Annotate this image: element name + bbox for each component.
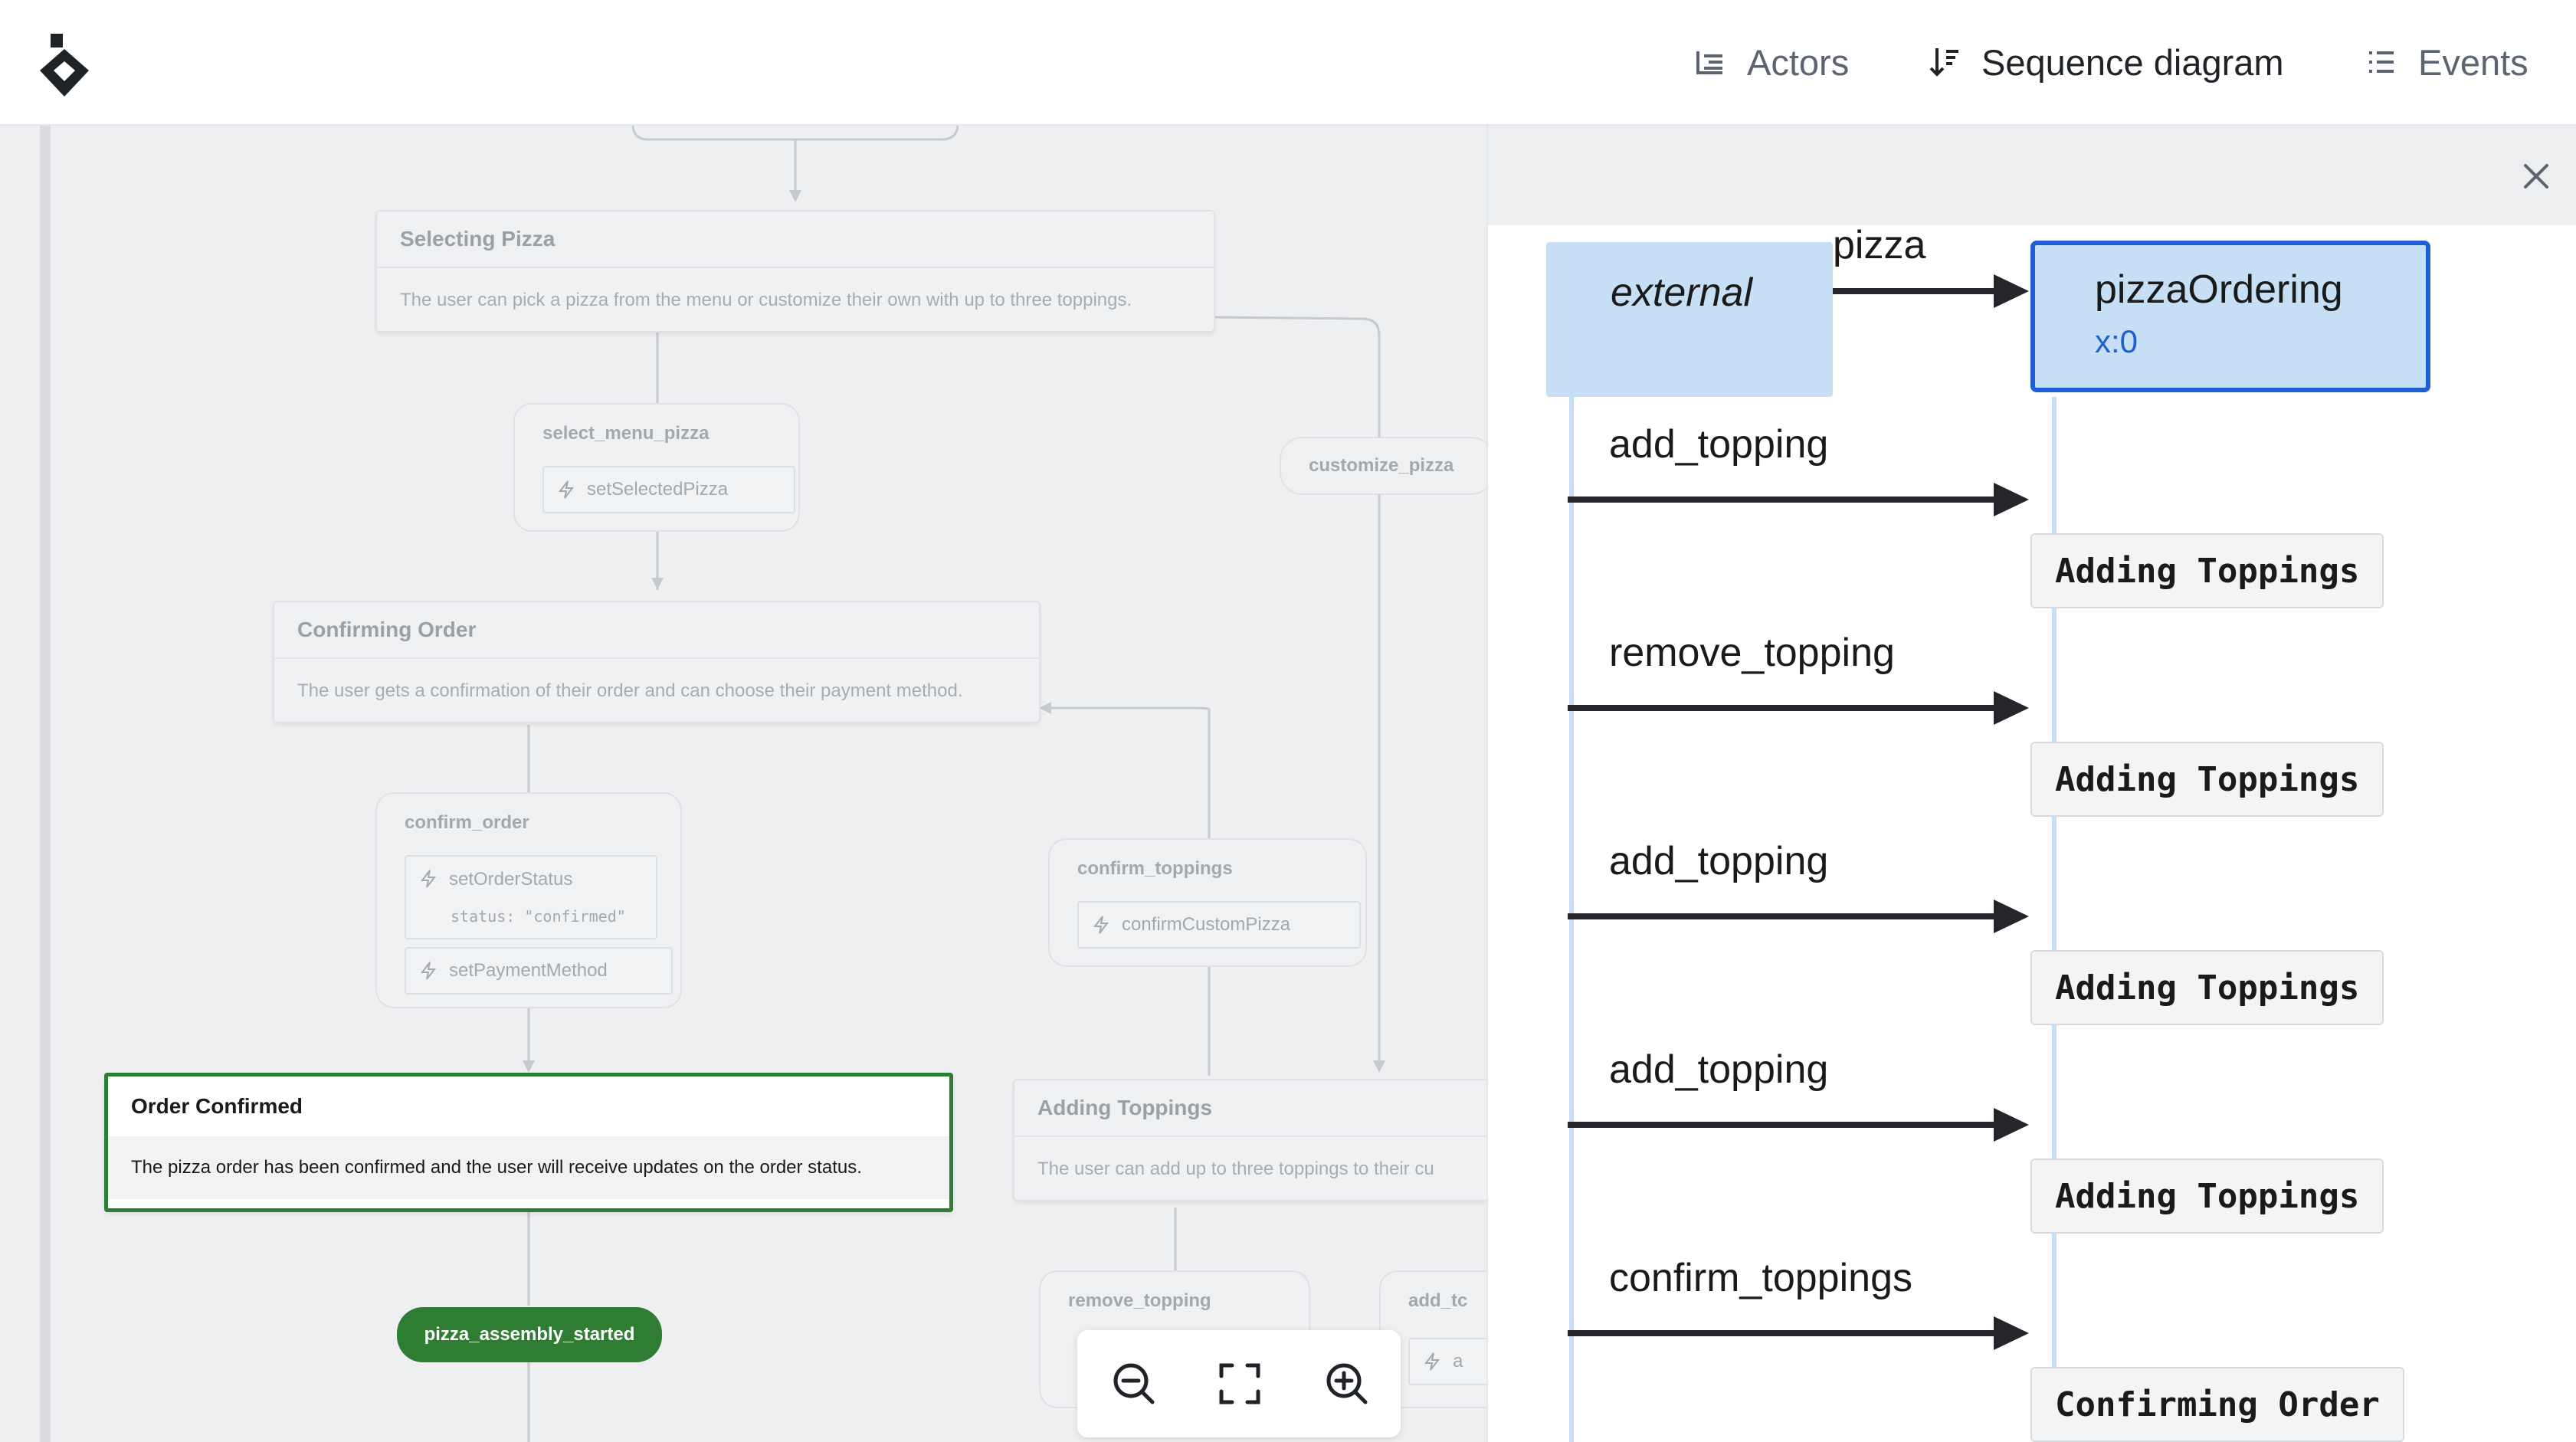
action-label: a <box>1453 1351 1463 1372</box>
action-add-topping[interactable]: a <box>1408 1338 1486 1385</box>
action-param: status: "confirmed" <box>451 907 626 926</box>
sequence-diagram[interactable]: external pizza pizzaOrdering x:0 <box>1488 225 2576 1442</box>
message-label: confirm_toppings <box>1609 1256 1912 1300</box>
actor-label: pizzaOrdering <box>2095 267 2343 312</box>
message-label: add_topping <box>1609 422 1829 467</box>
message-label: pizza <box>1833 225 1926 267</box>
event-label: remove_topping <box>1068 1290 1211 1311</box>
zoom-out-icon[interactable] <box>1106 1356 1162 1411</box>
action-set-selected-pizza[interactable]: setSelectedPizza <box>542 466 795 513</box>
event-confirm-order[interactable]: confirm_order setOrderStatus status: "co… <box>375 792 682 1008</box>
message-label: add_topping <box>1609 1047 1829 1092</box>
message-label: add_topping <box>1609 839 1829 883</box>
lightning-icon <box>420 870 437 888</box>
stately-logo-icon[interactable] <box>35 31 93 100</box>
event-select-menu-pizza[interactable]: select_menu_pizza setSelectedPizza <box>513 403 800 532</box>
tab-events-label: Events <box>2418 41 2528 83</box>
event-label: add_tc <box>1408 1290 1468 1311</box>
state-selecting-pizza[interactable]: Selecting Pizza The user can pick a pizz… <box>375 210 1215 333</box>
transition-edges <box>523 126 1385 1442</box>
zoom-controls <box>1077 1330 1401 1437</box>
state-snapshot[interactable]: Adding Toppings <box>2030 742 2384 817</box>
panel-toolbar <box>1488 126 2576 225</box>
state-order-confirmed[interactable]: Order Confirmed The pizza order has been… <box>104 1073 953 1212</box>
tab-sequence-diagram-label: Sequence diagram <box>1981 41 2284 83</box>
app-header: Actors Sequence diagram Events <box>0 0 2576 126</box>
event-pizza-assembly-started[interactable]: pizza_assembly_started <box>397 1307 662 1362</box>
event-label: confirm_toppings <box>1077 858 1233 879</box>
tab-actors[interactable]: Actors <box>1693 35 1849 89</box>
event-label: confirm_order <box>405 812 529 833</box>
event-label: select_menu_pizza <box>542 423 710 444</box>
event-label: customize_pizza <box>1309 455 1454 476</box>
actor-label: external <box>1611 270 1752 315</box>
state-description: The user can add up to three toppings to… <box>1037 1159 1434 1179</box>
fit-view-icon[interactable] <box>1212 1356 1267 1411</box>
actor-pizza-ordering[interactable]: pizzaOrdering x:0 <box>2030 241 2430 392</box>
state-snapshot[interactable]: Adding Toppings <box>2030 1159 2384 1234</box>
lifeline-pizza-ordering <box>2052 397 2057 1442</box>
state-description: The pizza order has been confirmed and t… <box>108 1136 949 1199</box>
sequence-diagram-icon <box>1929 48 1958 77</box>
tab-actors-label: Actors <box>1747 41 1850 83</box>
action-label: setPaymentMethod <box>449 960 608 981</box>
action-label: setOrderStatus <box>449 869 573 890</box>
state-adding-toppings[interactable]: Adding Toppings The user can add up to t… <box>1013 1079 1486 1201</box>
state-title: Order Confirmed <box>108 1077 949 1136</box>
state-snapshot[interactable]: Adding Toppings <box>2030 950 2384 1025</box>
close-icon[interactable] <box>2519 159 2553 193</box>
lightning-icon <box>558 480 575 499</box>
actor-external[interactable]: external <box>1546 242 1833 397</box>
state-confirming-order[interactable]: Confirming Order The user gets a confirm… <box>273 601 1041 723</box>
message-label: remove_topping <box>1609 631 1895 675</box>
action-set-payment-method[interactable]: setPaymentMethod <box>405 947 673 995</box>
lightning-icon <box>1093 916 1109 934</box>
tab-events[interactable]: Events <box>2365 35 2528 89</box>
sequence-diagram-panel: external pizza pizzaOrdering x:0 <box>1486 126 2576 1442</box>
state-snapshot[interactable]: Confirming Order <box>2030 1367 2404 1442</box>
event-customize-pizza[interactable]: customize_pizza <box>1280 437 1486 495</box>
state-description: The user gets a confirmation of their or… <box>297 680 963 701</box>
state-title: Adding Toppings <box>1014 1080 1486 1137</box>
events-icon <box>2369 51 2394 73</box>
event-label: pizza_assembly_started <box>424 1324 635 1345</box>
tab-sequence-diagram[interactable]: Sequence diagram <box>1928 35 2284 89</box>
canvas-side-rail <box>40 126 51 1442</box>
action-label: confirmCustomPizza <box>1122 914 1291 935</box>
sequence-arrows <box>1568 274 2029 1350</box>
event-confirm-toppings[interactable]: confirm_toppings confirmCustomPizza <box>1048 838 1367 967</box>
action-confirm-custom-pizza[interactable]: confirmCustomPizza <box>1077 901 1361 949</box>
actor-id: x:0 <box>2095 323 2138 359</box>
lightning-icon <box>420 962 437 980</box>
action-set-order-status[interactable]: setOrderStatus status: "confirmed" <box>405 855 657 939</box>
action-label: setSelectedPizza <box>587 479 729 500</box>
state-snapshot[interactable]: Adding Toppings <box>2030 533 2384 608</box>
actors-icon <box>1696 51 1722 74</box>
lightning-icon <box>1424 1352 1440 1371</box>
state-description: The user can pick a pizza from the menu … <box>400 290 1132 310</box>
zoom-in-icon[interactable] <box>1319 1356 1375 1411</box>
state-title: Selecting Pizza <box>377 211 1214 268</box>
state-title: Confirming Order <box>274 602 1039 659</box>
state-machine-canvas[interactable]: Selecting Pizza The user can pick a pizz… <box>0 126 1486 1442</box>
